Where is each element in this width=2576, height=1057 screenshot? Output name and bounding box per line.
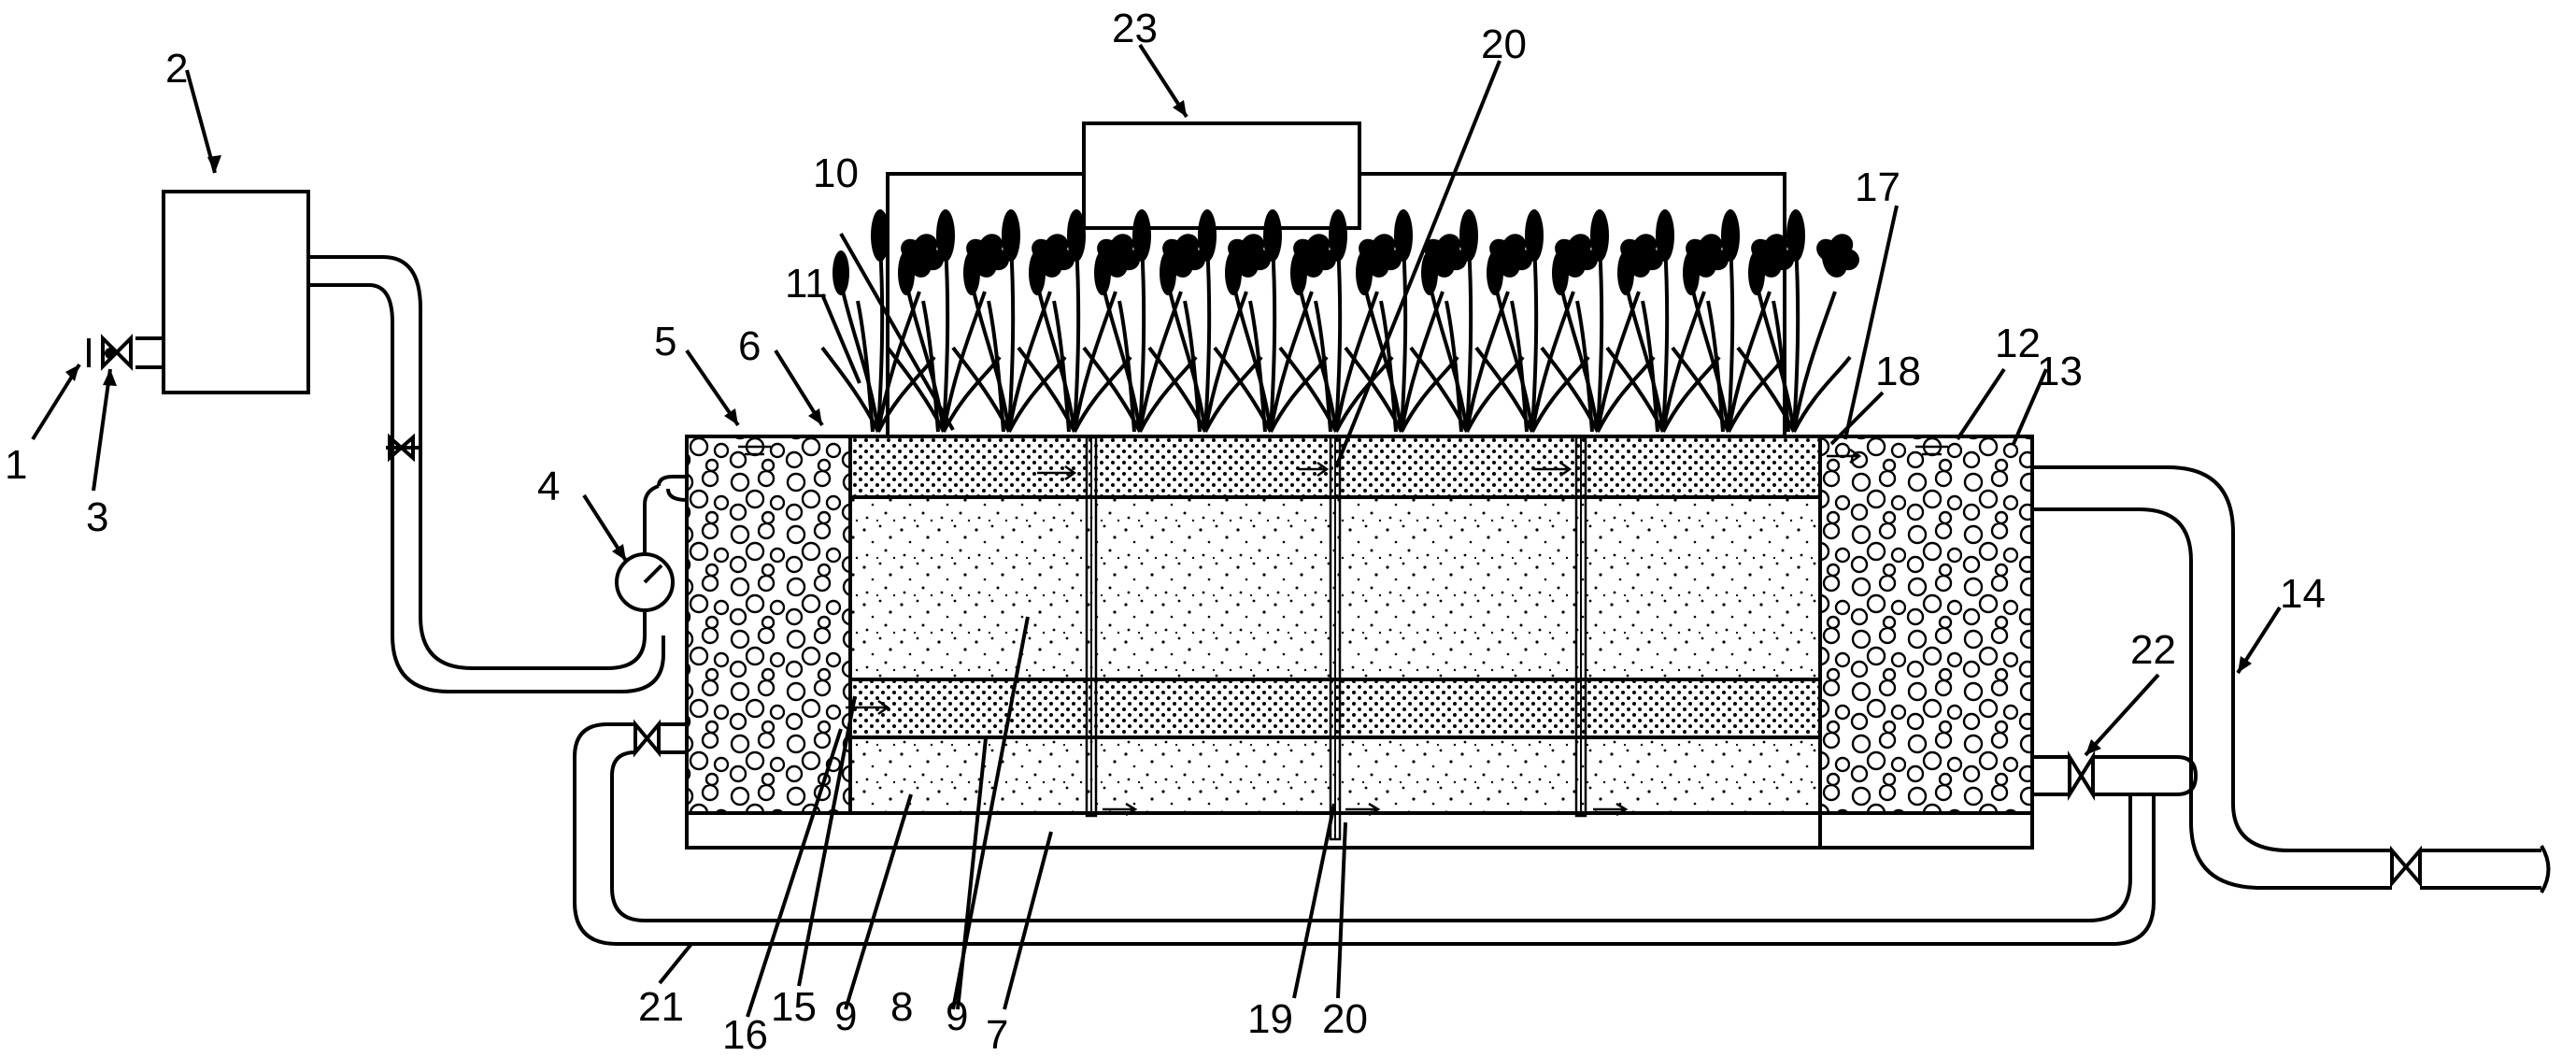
label-12: 12: [1995, 321, 2041, 366]
label-8: 8: [890, 984, 913, 1030]
label-5: 5: [654, 319, 676, 364]
raw-water-tank: [162, 190, 310, 394]
label-1: 1: [5, 442, 27, 488]
pump-meter: [615, 475, 688, 636]
label-14: 14: [2280, 571, 2326, 617]
label-21: 21: [638, 984, 684, 1030]
label-11: 11: [785, 261, 828, 307]
label-17: 17: [1855, 164, 1900, 210]
label-6: 6: [738, 323, 761, 369]
label-4: 4: [537, 464, 560, 509]
outlet-pipe: [2032, 465, 2551, 894]
controller-box: [886, 121, 1786, 437]
callout-labels: 1 2 3 4 5 6 7 8 9 9 10 11 12 13 14 15 16…: [5, 6, 2326, 1057]
inlet-valve: [105, 348, 116, 359]
label-3: 3: [86, 494, 108, 540]
label-23: 23: [1112, 6, 1158, 51]
recirculation-pipe: [573, 719, 2199, 946]
label-9a: 9: [834, 993, 857, 1039]
label-15: 15: [771, 984, 817, 1030]
sampling-pipes: [846, 436, 1862, 841]
label-2: 2: [165, 46, 188, 92]
inlet-pipe: [87, 334, 164, 371]
label-13: 13: [2037, 349, 2083, 394]
label-9b: 9: [946, 993, 968, 1039]
label-22: 22: [2130, 627, 2176, 673]
leader-lines: [31, 43, 2282, 1018]
label-16: 16: [722, 1012, 768, 1057]
label-7: 7: [986, 1012, 1008, 1057]
wetland-plants: [820, 207, 1861, 434]
label-19: 19: [1247, 996, 1293, 1042]
label-10: 10: [813, 150, 859, 196]
label-20a: 20: [1481, 21, 1527, 67]
wetland-basin: [685, 435, 2034, 850]
feed-pipe: [308, 255, 665, 693]
label-18: 18: [1875, 349, 1921, 394]
label-20b: 20: [1322, 996, 1368, 1042]
